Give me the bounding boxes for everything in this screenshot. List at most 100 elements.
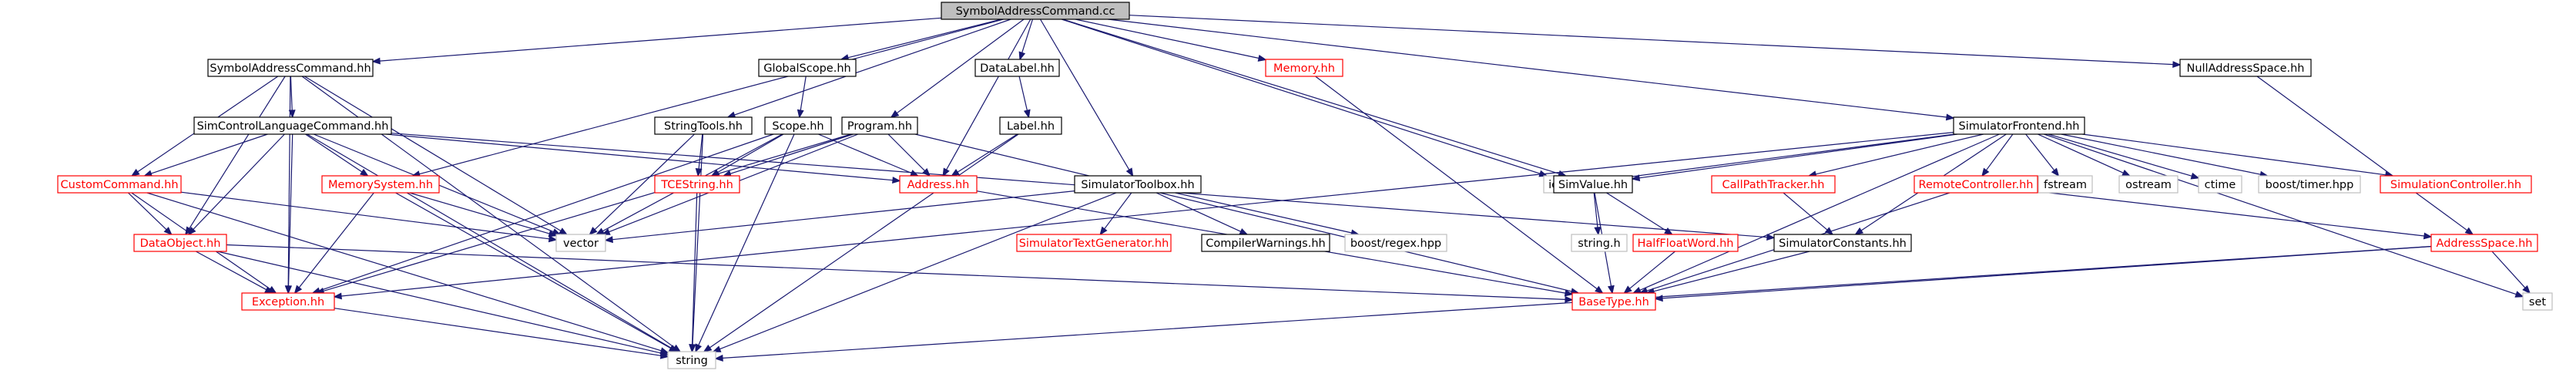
node-box <box>654 175 740 194</box>
node-dataobject[interactable]: DataObject.hh <box>133 234 227 252</box>
node-label: boost/timer.hpp <box>2266 179 2354 191</box>
edge-simtoolbox-to-vector <box>604 190 1075 244</box>
node-addrspace[interactable]: AddressSpace.hh <box>2430 234 2538 252</box>
node-box <box>764 116 832 135</box>
node-label: boost/regex.hpp <box>1350 238 1441 250</box>
node-remotectrl[interactable]: RemoteController.hh <box>1914 175 2038 194</box>
edge-arrowhead <box>2190 172 2200 180</box>
node-label: MemorySystem.hh <box>328 179 433 191</box>
node-label: DataObject.hh <box>140 238 221 250</box>
node-box <box>2038 175 2093 194</box>
node-label: DataLabel.hh <box>980 62 1055 75</box>
node-simvalue[interactable]: SimValue.hh <box>1553 175 1633 194</box>
node-scope[interactable]: Scope.hh <box>764 116 832 135</box>
edge-sach-to-vector <box>304 76 569 235</box>
edge-arrowhead <box>695 343 703 353</box>
node-memsys[interactable]: MemorySystem.hh <box>321 175 440 194</box>
node-simtextgen[interactable]: SimulatorTextGenerator.hh <box>1016 234 1172 252</box>
edge-arrowhead <box>589 227 598 236</box>
node-label[interactable]: Label.hh <box>999 116 1062 135</box>
edge-root-to-simvalue <box>1062 19 1568 177</box>
node-box <box>654 116 753 135</box>
node-box <box>2522 292 2553 311</box>
node-label: TCEString.hh <box>660 179 733 191</box>
edge-line <box>2037 190 2425 237</box>
node-ostream: ostream <box>2118 175 2179 194</box>
node-globalscope[interactable]: GlobalScope.hh <box>758 59 857 77</box>
edge-remotectrl-to-addrspace <box>2037 190 2433 240</box>
edge-line <box>1783 192 1828 231</box>
node-customcmd[interactable]: CustomCommand.hh <box>57 175 182 194</box>
edge-simvalue-to-halffloat <box>1606 192 1673 235</box>
edge-simfront-to-remotectrl <box>1981 133 2014 177</box>
edge-line <box>692 192 698 345</box>
edge-line <box>1018 76 1028 111</box>
edge-line <box>1608 133 1955 180</box>
edge-arrowhead <box>1594 227 1602 236</box>
node-simfront[interactable]: SimulatorFrontend.hh <box>1953 116 2085 135</box>
edge-scope-to-string <box>695 133 795 353</box>
node-datalabel[interactable]: DataLabel.hh <box>974 59 1060 77</box>
edge-line <box>193 133 285 230</box>
node-simtoolbox[interactable]: SimulatorToolbox.hh <box>1074 175 1202 194</box>
node-set: set <box>2522 292 2553 311</box>
edge-line <box>709 133 1019 349</box>
edge-root-to-memory <box>1075 19 1267 62</box>
edge-line <box>2491 251 2526 288</box>
edge-root-to-datalabel <box>1018 19 1034 61</box>
node-basetype[interactable]: BaseType.hh <box>1571 292 1656 311</box>
edge-arrowhead <box>285 285 292 295</box>
node-stringtools[interactable]: StringTools.hh <box>654 116 753 135</box>
node-root: SymbolAddressCommand.cc <box>941 2 1130 20</box>
node-box <box>2258 175 2361 194</box>
node-exception[interactable]: Exception.hh <box>241 292 335 311</box>
edge-simfront-to-simvalue <box>1631 133 1958 182</box>
node-simctrl[interactable]: SimulationController.hh <box>2380 175 2532 194</box>
edge-line <box>304 76 562 231</box>
edge-root-to-sach <box>371 17 942 65</box>
edge-line <box>146 192 662 352</box>
node-label: NullAddressSpace.hh <box>2186 62 2304 75</box>
edge-simfront-to-basetype <box>1632 133 2000 294</box>
edge-line <box>1815 133 1984 175</box>
edge-arrowhead <box>1632 287 1642 294</box>
edge-line <box>290 76 293 111</box>
node-boostregex: boost/regex.hpp <box>1344 234 1447 252</box>
edge-arrowhead <box>558 227 569 235</box>
node-box <box>758 59 857 77</box>
node-address[interactable]: Address.hh <box>899 175 978 194</box>
node-boosttimer: boost/timer.hpp <box>2258 175 2361 194</box>
node-label: SimValue.hh <box>1558 179 1628 191</box>
edge-line <box>847 19 1002 59</box>
node-program[interactable]: Program.hh <box>841 116 918 135</box>
node-memory[interactable]: Memory.hh <box>1265 59 1343 77</box>
node-calltracker[interactable]: CallPathTracker.hh <box>1711 175 1836 194</box>
edge-line <box>196 251 267 291</box>
edge-line <box>946 19 1031 170</box>
node-box <box>2179 59 2312 77</box>
edge-exception-to-string <box>334 308 669 359</box>
node-sach[interactable]: SymbolAddressCommand.hh <box>207 59 374 77</box>
node-scl[interactable]: SimControlLanguageCommand.hh <box>193 116 392 135</box>
node-compilerwarn[interactable]: CompilerWarnings.hh <box>1201 234 1330 252</box>
node-label: string.h <box>1578 238 1620 250</box>
edge-line <box>287 76 291 287</box>
edge-memsys-to-string <box>395 192 678 352</box>
edge-arrowhead <box>659 352 669 359</box>
node-box <box>2430 234 2538 252</box>
node-nulladdr[interactable]: NullAddressSpace.hh <box>2179 59 2312 77</box>
edge-line <box>1108 19 1947 118</box>
edge-line <box>2044 133 2517 295</box>
edge-dataobject-to-exception <box>196 251 274 294</box>
node-simconst[interactable]: SimulatorConstants.hh <box>1773 234 1912 252</box>
edge-calltracker-to-simconst <box>1783 192 1834 236</box>
node-tcestring[interactable]: TCEString.hh <box>654 175 740 194</box>
edge-line <box>395 192 671 349</box>
node-halffloat[interactable]: HalfFloatWord.hh <box>1632 234 1739 252</box>
node-string: string <box>667 351 716 369</box>
node-box <box>1773 234 1912 252</box>
edge-arrowhead <box>163 227 173 236</box>
node-vector: vector <box>555 234 606 252</box>
edge-line <box>1156 192 1242 232</box>
